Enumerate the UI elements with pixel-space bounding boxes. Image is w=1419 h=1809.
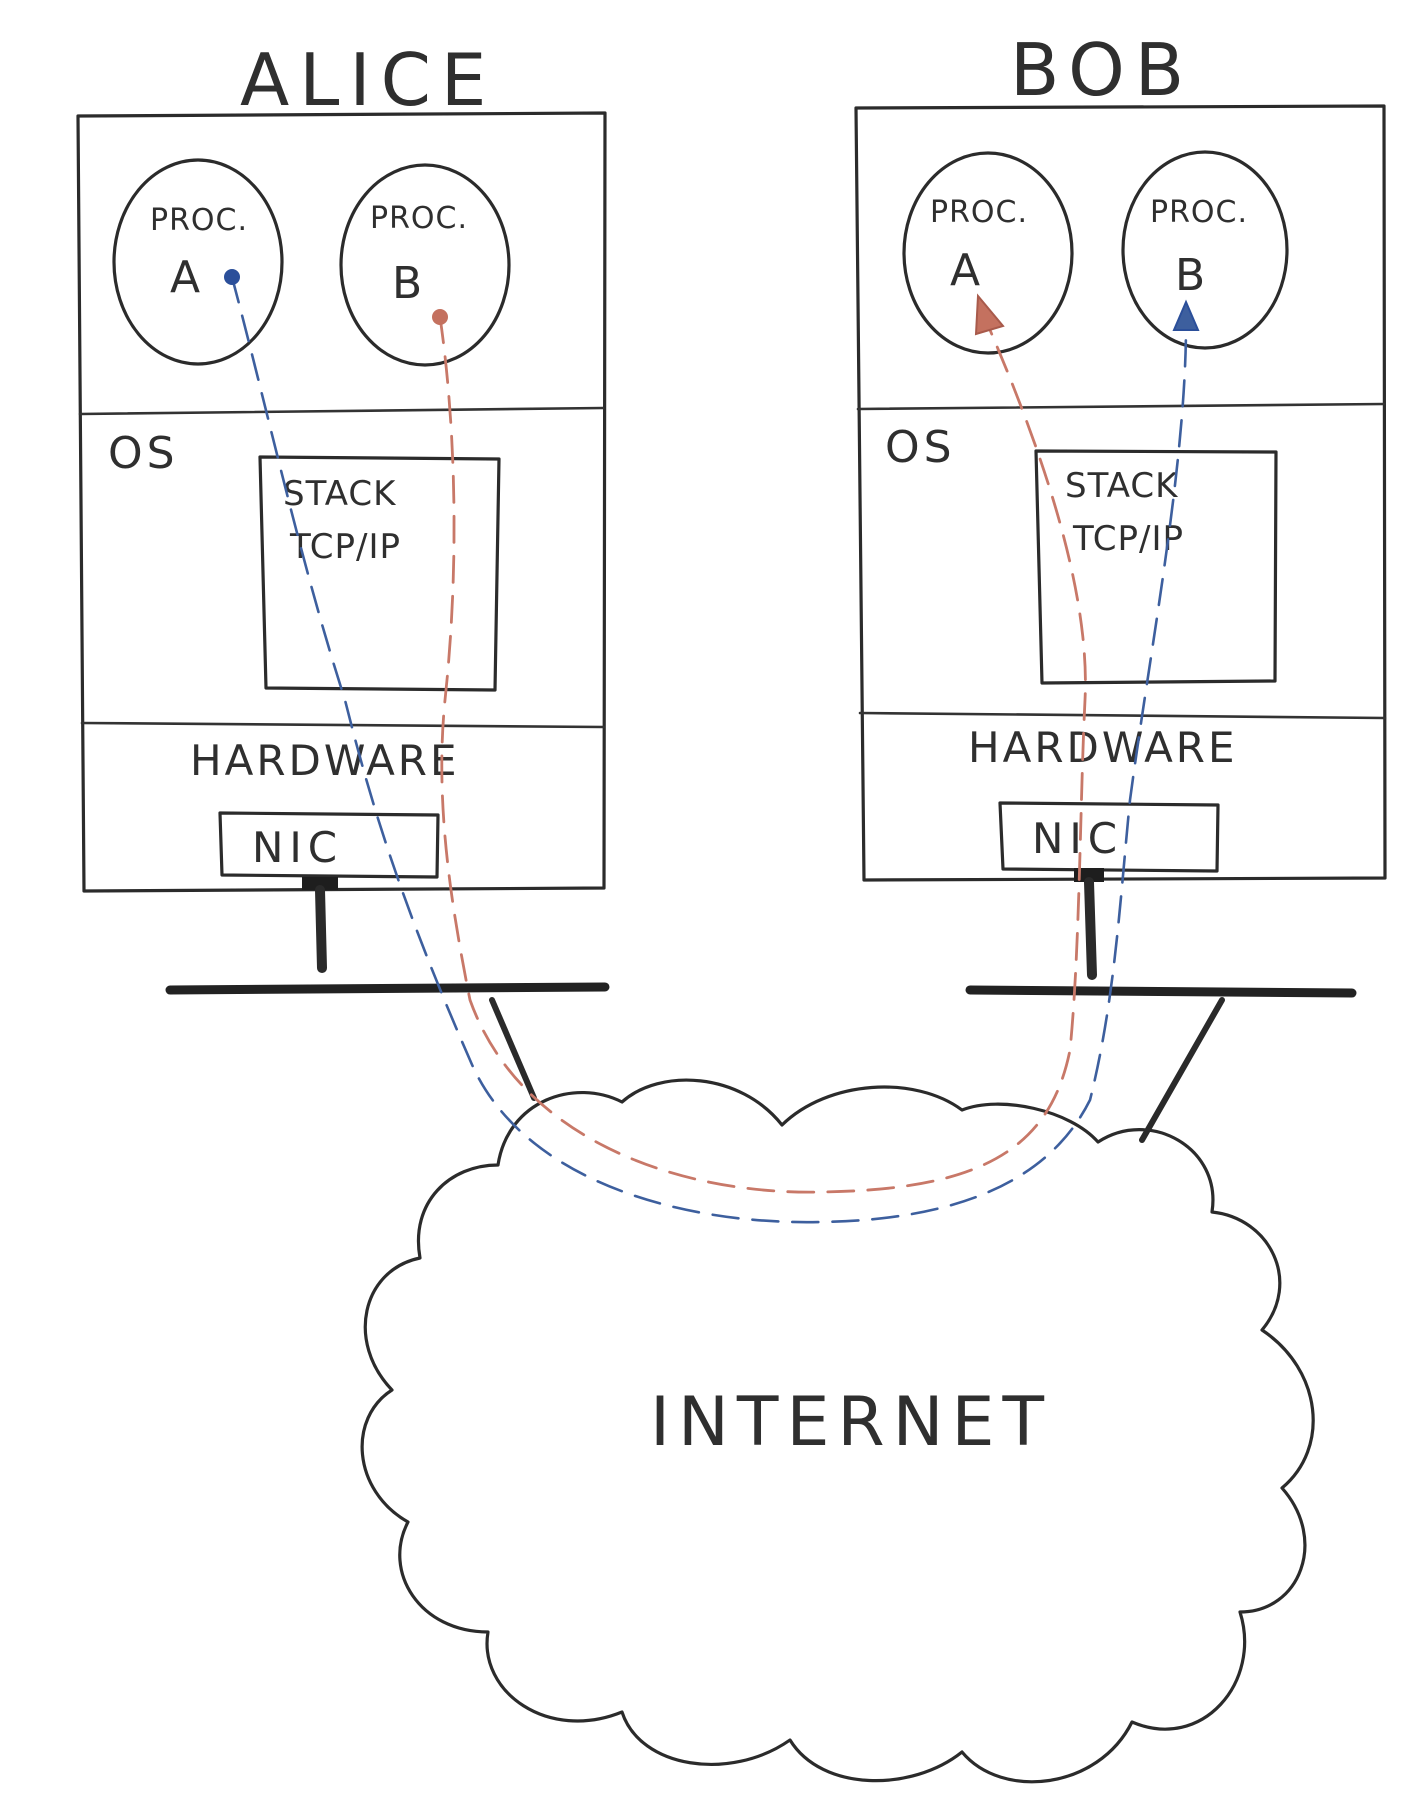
stack-box-alice: [258, 455, 501, 692]
host-alice: ALICE PROC. A PROC. B OS STACK TCP/IP HA…: [76, 38, 607, 973]
uplink-bob: [1139, 997, 1225, 1143]
nic-port-alice: [302, 877, 338, 890]
process-a-letter-alice: A: [170, 252, 202, 303]
path-red-alice-b-to-bob-a: [438, 315, 1087, 1194]
host-box-alice: [76, 111, 607, 893]
host-box-bob: [854, 104, 1387, 882]
os-label-bob: OS: [885, 422, 956, 473]
endpoint-dot-alice-b: [432, 309, 448, 325]
divider-hardware-bob: [858, 711, 1387, 720]
divider-os-bob: [856, 402, 1386, 411]
cloud-outline: [360, 1078, 1315, 1784]
endpoint-dot-alice-a: [224, 269, 240, 285]
internet-label: INTERNET: [650, 1383, 1052, 1462]
process-b-bob: [1121, 150, 1289, 350]
process-a-label-alice: PROC.: [150, 203, 248, 238]
arrowhead-blue-bob-b: [1172, 299, 1200, 331]
path-blue-alice-a-to-bob-b: [230, 275, 1188, 1224]
nic-label-bob: NIC: [1032, 814, 1123, 863]
stack-label-line1-alice: STACK: [283, 474, 397, 514]
process-b-alice: [339, 163, 511, 367]
stack-label-line2-bob: TCP/IP: [1072, 519, 1184, 559]
uplink-alice: [489, 997, 537, 1101]
cable-alice: [315, 885, 327, 973]
process-a-label-bob: PROC.: [930, 195, 1028, 230]
internet-cloud: INTERNET: [360, 1078, 1315, 1784]
host-bob: BOB PROC. A PROC. B OS STACK TCP/IP HARD…: [854, 28, 1387, 980]
network-bar-bob: [965, 985, 1357, 998]
packet-paths: [224, 269, 1200, 1224]
hardware-label-bob: HARDWARE: [968, 723, 1238, 772]
nic-port-bob: [1074, 868, 1104, 882]
os-label-alice: OS: [108, 428, 179, 479]
process-b-label-bob: PROC.: [1150, 195, 1248, 230]
stack-label-line2-alice: TCP/IP: [289, 527, 401, 567]
process-a-bob: [902, 151, 1074, 355]
cable-bob: [1084, 877, 1097, 980]
host-title-bob: BOB: [1010, 28, 1194, 112]
network-bar-alice: [165, 982, 610, 995]
process-b-letter-alice: B: [392, 258, 424, 309]
stack-box-bob: [1034, 449, 1278, 685]
nic-box-bob: [998, 801, 1220, 873]
process-b-label-alice: PROC.: [370, 201, 468, 236]
nic-box-alice: [218, 811, 440, 879]
nic-label-alice: NIC: [252, 823, 343, 872]
process-a-alice: [112, 158, 284, 366]
network-links: [165, 982, 1357, 1143]
host-title-alice: ALICE: [240, 38, 496, 122]
process-b-letter-bob: B: [1175, 250, 1207, 301]
divider-os-alice: [78, 406, 605, 416]
hardware-label-alice: HARDWARE: [190, 736, 460, 785]
divider-hardware-alice: [80, 721, 606, 729]
stack-label-line1-bob: STACK: [1065, 466, 1179, 506]
arrowhead-red-bob-a: [974, 293, 1005, 336]
process-a-letter-bob: A: [950, 245, 982, 296]
